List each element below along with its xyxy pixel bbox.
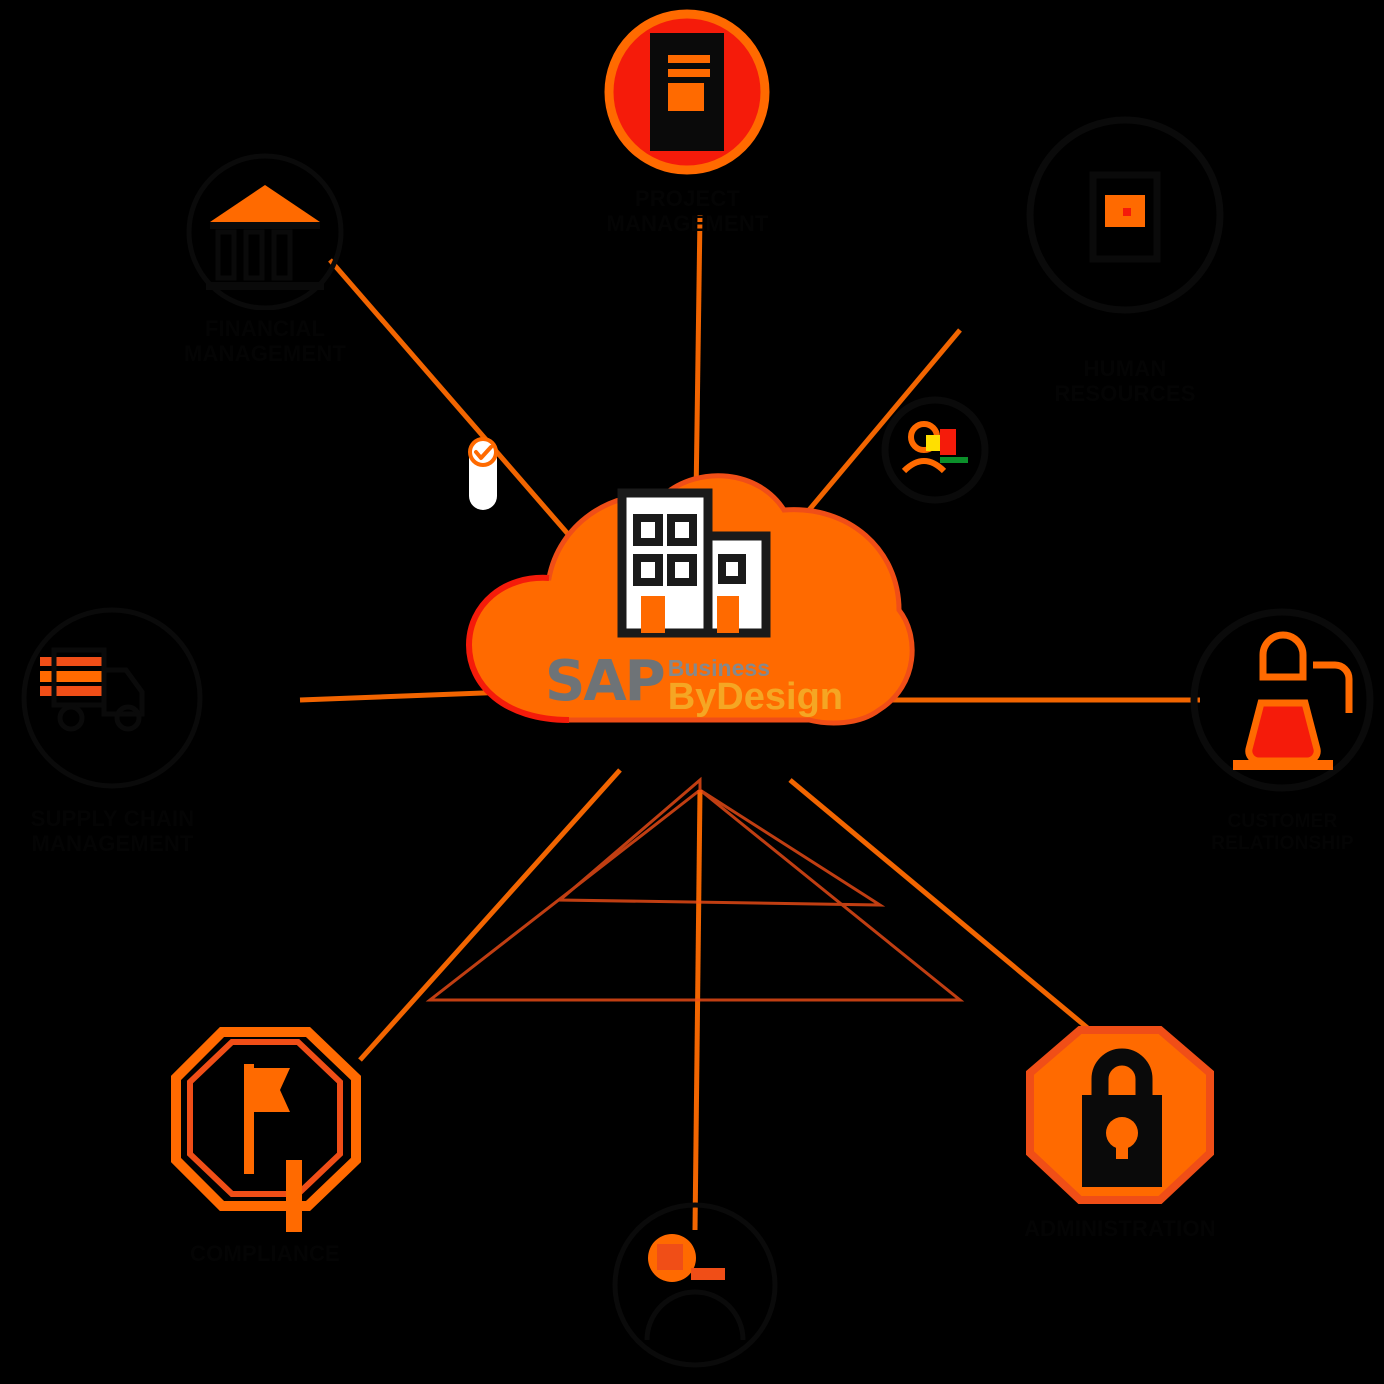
people-group-icon [975,40,1275,350]
node-label: SUPPLY CHAIN MANAGEMENT [30,806,195,857]
node-label: HUMAN RESOURCES [1054,356,1196,407]
user-avatar-icon [605,1200,785,1370]
flag-octagon-icon [160,1020,370,1235]
business-word: Business [667,655,770,681]
padlock-icon [1020,1025,1220,1210]
check-circle-icon [468,437,498,510]
people-badge [880,395,990,505]
shopping-bag-icon [1185,605,1380,805]
node-label: PROJECT MANAGEMENT [606,186,769,237]
node-financial-management[interactable]: FINANCIAL MANAGEMENT [180,150,350,367]
sap-bydesign-logo: SAP Business ByDesign [545,649,845,721]
node-user-profile[interactable] [605,1200,785,1376]
node-human-resources[interactable]: HUMAN RESOURCES [975,40,1275,407]
node-administration[interactable]: ADMINISTRATION [1020,1025,1220,1241]
node-label: FINANCIAL MANAGEMENT [183,316,347,367]
node-label: COMPLIANCE [190,1241,340,1266]
node-label: CUSTOMER RELATIONSHIP [1211,811,1354,854]
building-icon [617,488,771,638]
bank-columns-icon [180,150,350,310]
node-compliance[interactable]: COMPLIANCE [160,1020,370,1266]
document-list-icon [600,5,775,180]
center-hub: SAP Business ByDesign [449,470,939,800]
delivery-truck-icon [20,600,205,800]
bydesign-word: ByDesign [667,676,843,718]
verified-badge [462,428,504,518]
sap-wordmark: SAP [545,649,666,714]
node-customer-relationship[interactable]: CUSTOMER RELATIONSHIP [1185,605,1380,855]
people-small-icon [881,396,989,504]
node-label: ADMINISTRATION [1024,1216,1216,1241]
node-project-management[interactable]: PROJECT MANAGEMENT [600,5,775,237]
node-supply-chain[interactable]: SUPPLY CHAIN MANAGEMENT [20,600,205,857]
